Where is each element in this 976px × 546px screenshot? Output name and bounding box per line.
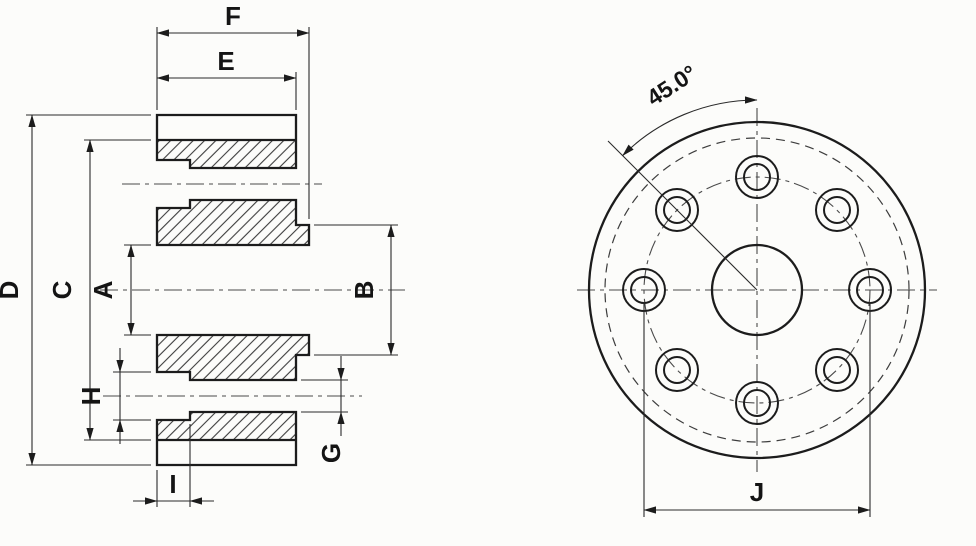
dim-label-g: G — [316, 443, 346, 463]
dim-label-b: B — [349, 281, 379, 300]
dim-label-d: D — [0, 281, 24, 300]
dimension-d: D — [0, 114, 151, 466]
dimension-i: I — [133, 424, 214, 507]
section-hatch-lower — [157, 335, 309, 440]
dimension-h: H — [76, 348, 151, 444]
bolt-hole — [655, 348, 699, 392]
bolt-circle-centerline — [643, 176, 871, 404]
dimension-angle: 45.0° — [607, 60, 758, 291]
bolt-hole — [735, 381, 779, 425]
section-view: F E D C A — [0, 1, 405, 507]
dim-label-j: J — [750, 477, 764, 507]
dim-label-f: F — [225, 1, 241, 31]
dimension-g: G — [301, 356, 348, 463]
bolt-hole — [735, 155, 779, 199]
bore-circle — [710, 243, 804, 337]
dim-label-a: A — [88, 280, 118, 299]
recess-dashed-circle — [604, 137, 910, 443]
dim-label-angle: 45.0° — [642, 60, 701, 111]
dimension-b: B — [314, 224, 398, 356]
dim-label-i: I — [169, 469, 176, 499]
dim-label-c: C — [47, 280, 77, 299]
bolt-hole — [655, 188, 699, 232]
bolt-hole — [815, 348, 859, 392]
front-view: 45.0° J — [577, 60, 937, 517]
dimension-a: A — [88, 244, 151, 336]
section-hatch-upper — [157, 140, 309, 245]
section-outline — [155, 113, 311, 467]
dimension-j: J — [643, 302, 871, 517]
dim-label-h: H — [76, 387, 106, 406]
bolt-hole — [815, 188, 859, 232]
dimension-c: C — [47, 139, 151, 441]
dimension-e: E — [156, 46, 297, 110]
dim-label-e: E — [217, 46, 234, 76]
dimension-f: F — [156, 1, 310, 219]
